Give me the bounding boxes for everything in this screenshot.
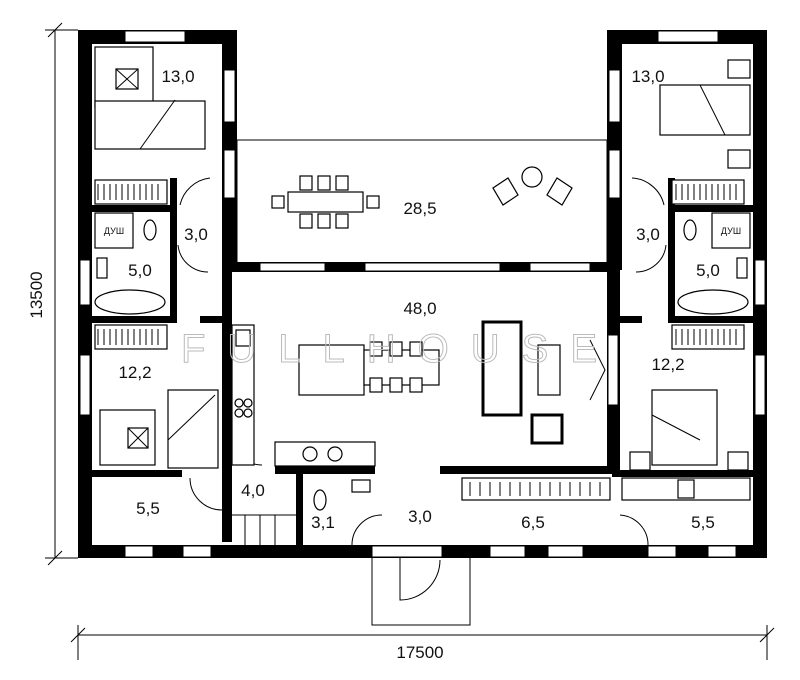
room-label-living: 48,0 — [403, 299, 436, 318]
room-label-bath-left: 5,0 — [128, 261, 152, 280]
dimension-height-label: 13500 — [27, 271, 46, 318]
watermark: FULLHOUSE — [181, 327, 619, 371]
room-label-bedroom-bottom-right: 12,2 — [651, 355, 684, 374]
room-label-bath-right: 5,0 — [696, 261, 720, 280]
room-label-hall-right: 3,0 — [636, 225, 660, 244]
room-label-utility-left: 5,5 — [136, 499, 160, 518]
room-label-terrace: 28,5 — [403, 199, 436, 218]
shower-label-right: ДУШ — [721, 226, 741, 236]
room-labels: 13,0 13,0 28,5 3,0 3,0 5,0 5,0 48,0 12,2… — [118, 67, 719, 532]
room-label-bedroom-bottom-left: 12,2 — [118, 363, 151, 382]
room-label-entry: 3,0 — [408, 507, 432, 526]
furniture: ДУШ — [94, 46, 751, 545]
room-label-wc: 3,1 — [311, 513, 335, 532]
dimension-vertical: 13500 — [27, 22, 78, 566]
room-label-hall-left: 3,0 — [184, 225, 208, 244]
room-label-utility-right: 5,5 — [691, 513, 715, 532]
shower-label-left: ДУШ — [104, 226, 124, 236]
room-label-bedroom-top-left: 13,0 — [161, 67, 194, 86]
room-label-bedroom-top-right: 13,0 — [631, 67, 664, 86]
entrance-porch — [371, 558, 471, 626]
dimension-horizontal: 17500 — [70, 625, 775, 662]
room-label-wardrobe: 6,5 — [521, 513, 545, 532]
dimension-width-label: 17500 — [396, 643, 443, 662]
room-label-corridor: 4,0 — [241, 481, 265, 500]
windows — [79, 30, 766, 558]
